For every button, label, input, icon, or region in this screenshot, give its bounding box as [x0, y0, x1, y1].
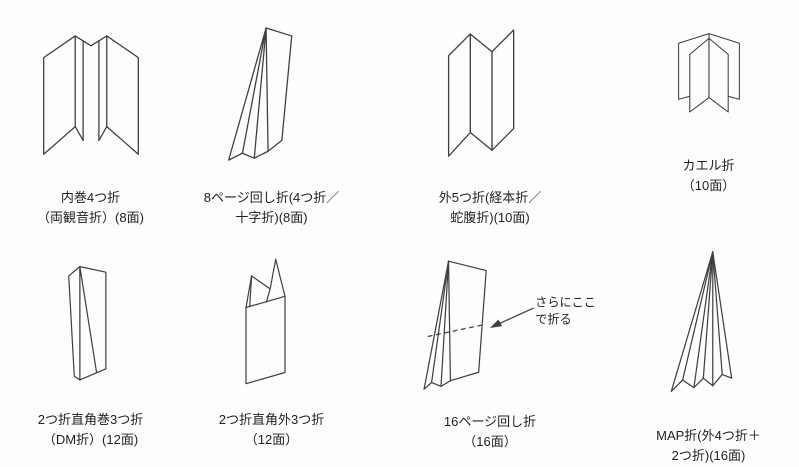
fold-figure-cell-dm: 2つ折直角巻3つ折 （DM折）(12面) [0, 242, 181, 467]
figure-caption: 2つ折直角外3つ折 （12面） [219, 410, 324, 450]
figure-caption: MAP折(外4つ折＋ 2つ折)(16面) [656, 426, 761, 466]
figure-caption: 2つ折直角巻3つ折 （DM折）(12面) [38, 410, 143, 450]
figure-caption: 16ページ回し折 （16面） [444, 412, 536, 452]
figure-caption: 内巻4つ折 （両観音折）(8面) [37, 188, 144, 228]
caption-line: カエル折 [682, 158, 735, 173]
fold-figure-cell-8page: 8ページ回し折(4つ折／ 十字折)(8面) [181, 0, 362, 242]
caption-line: 蛇腹折)(10面) [450, 210, 530, 226]
figure-caption: 外5つ折(経本折／ 蛇腹折)(10面) [439, 188, 542, 228]
caption-line: 8ページ回し折(4つ折／ [203, 190, 340, 205]
caption-line: （10面） [681, 178, 736, 194]
map-fold-illustration [670, 251, 732, 393]
caption-line: （両観音折）(8面) [37, 210, 144, 226]
fold-figure-cell-soto3: 2つ折直角外3つ折 （12面） [181, 242, 362, 467]
caption-line: （16面） [463, 434, 517, 450]
fold-figure-cell-kaeru: カエル折 （10面） [618, 0, 799, 242]
soto-3-fold-illustration [244, 258, 286, 385]
caption-line: 外5つ折(経本折／ [438, 190, 542, 205]
caption-line: 内巻4つ折 [60, 190, 121, 205]
fold-figure-cell-16page: さらにここ で折る 16ページ回し折 （16面） [362, 242, 618, 467]
fold-figure-cell-uchimaki: 内巻4つ折 （両観音折）(8面) [0, 0, 181, 242]
caption-line: 2つ折直角巻3つ折 [37, 412, 144, 427]
fold-here-annotation: で折る [535, 311, 572, 326]
caption-line: 十字折)(8面) [235, 210, 308, 226]
kaeru-fold-illustration [677, 33, 740, 113]
soto-5-fold-illustration [447, 29, 515, 157]
8page-mawashi-fold-illustration [227, 27, 292, 161]
caption-line: 16ページ回し折 [443, 414, 537, 429]
caption-line: 2つ折直角外3つ折 [218, 412, 325, 427]
figure-caption: カエル折 （10面） [682, 156, 735, 196]
figure-caption: 8ページ回し折(4つ折／ 十字折)(8面) [204, 188, 340, 228]
caption-line: （12面） [244, 432, 299, 448]
16page-mawashi-fold-illustration: さらにここ で折る [423, 260, 596, 390]
caption-line: （DM折）(12面) [42, 432, 139, 448]
arrow-icon [489, 307, 534, 328]
dm-fold-illustration [67, 266, 106, 381]
fold-here-annotation: さらにここ [535, 295, 596, 309]
fold-figure-cell-soto5: 外5つ折(経本折／ 蛇腹折)(10面) [362, 0, 618, 242]
fold-figure-cell-map: MAP折(外4つ折＋ 2つ折)(16面) [618, 242, 799, 467]
uchimaki-4-fold-illustration [42, 35, 139, 155]
caption-line: 2つ折)(16面) [671, 448, 746, 464]
caption-line: MAP折(外4つ折＋ [656, 428, 761, 443]
